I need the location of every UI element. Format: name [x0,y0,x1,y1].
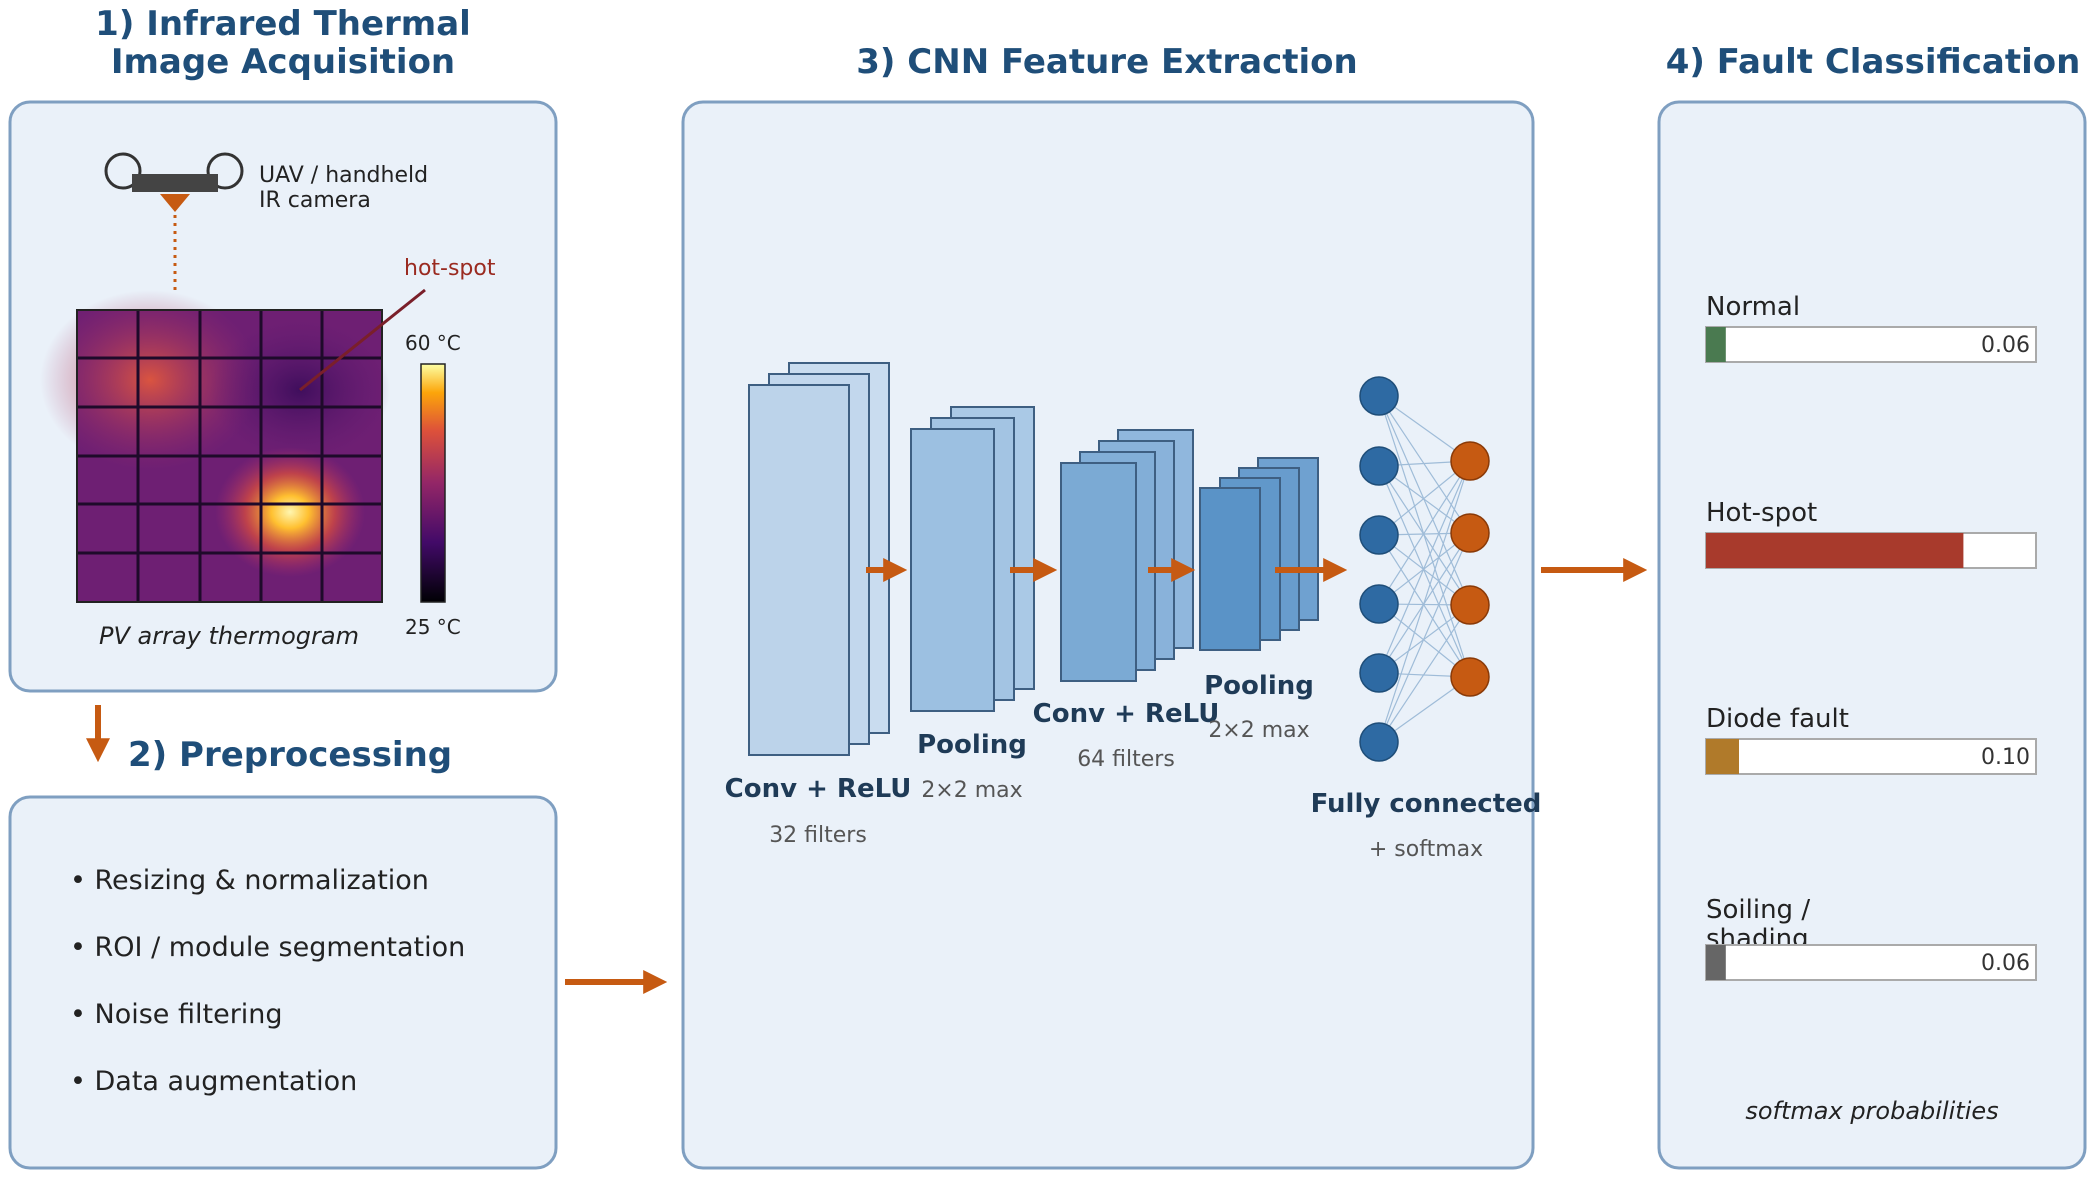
fc-connection [1378,534,1471,678]
conv1-label: Conv + ReLU [725,774,912,804]
pool2-label: Pooling [1204,671,1314,701]
pool2-feature-maps [1199,457,1319,651]
fc-label: Fully connected [1311,789,1542,819]
fc-hidden-node [1359,722,1399,762]
fc-connection [1378,395,1471,534]
fully-connected-network [1359,376,1490,762]
fc-hidden-node [1359,584,1399,624]
preprocessing-item-2: • ROI / module segmentation [70,932,465,963]
probability-bar-fill [1706,327,1726,362]
conv2-feature-maps [1060,429,1194,682]
conv1-feature-maps [748,362,890,756]
probability-value: 0.06 [1981,951,2030,976]
probability-bar-track [1705,738,2037,775]
probability-bar-fill [1706,739,1739,774]
acquisition-title-line2: Image Acquisition [111,42,455,82]
class-label: Diode fault [1706,704,1849,734]
pool1-sublabel: 2×2 max [921,778,1022,803]
preprocessing-panel [8,795,558,1170]
conv2-sublabel: 64 filters [1077,747,1175,772]
class-label: Hot-spot [1706,498,1817,528]
fc-hidden-node [1359,653,1399,693]
camera-label-line1: UAV / handheld [259,163,428,188]
colorbar-max-label: 60 °C [405,331,461,355]
preprocessing-item-3: • Noise filtering [70,999,283,1030]
thermogram-image [40,290,390,603]
fc-connection [1378,465,1471,678]
preprocessing-item-1: • Resizing & normalization [70,865,429,896]
cnn-title: 3) CNN Feature Extraction [856,42,1357,82]
pool1-feature-maps [910,406,1035,712]
preprocessing-item-4: • Data augmentation [70,1066,357,1097]
probability-bar-track [1705,326,2037,363]
classification-panel [1657,100,2087,1170]
fc-connection [1378,465,1471,606]
camera-label-line2: IR camera [259,188,371,213]
hotspot-label: hot-spot [404,256,496,281]
fc-hidden-node [1359,446,1399,486]
fc-hidden-node [1359,515,1399,555]
fc-output-node [1450,513,1490,553]
colorbar-min-label: 25 °C [405,615,461,639]
hotspot-pointer-line [299,288,426,392]
classification-title: 4) Fault Classification [1666,42,2081,82]
probability-bar-fill [1706,533,1964,568]
preprocessing-title: 2) Preprocessing [128,735,452,775]
pool2-sublabel: 2×2 max [1208,718,1309,743]
fc-sublabel: + softmax [1369,837,1483,862]
fc-connection [1378,460,1471,674]
fc-connection [1378,395,1471,606]
fc-connection [1378,460,1471,743]
fc-output-node [1450,585,1490,625]
drone-icon [104,152,244,212]
class-label: Normal [1706,292,1800,322]
probability-value: 0.10 [1981,745,2030,770]
class-label: Soiling / [1706,895,1810,925]
fc-connection [1378,532,1471,743]
fc-hidden-node [1359,376,1399,416]
conv2-label: Conv + ReLU [1033,699,1220,729]
pool1-label: Pooling [917,730,1027,760]
probability-bar-fill [1706,945,1726,980]
fc-output-node [1450,657,1490,697]
fc-connection [1378,604,1471,743]
probability-value: 0.06 [1981,333,2030,358]
classification-caption: softmax probabilities [1745,1097,1998,1125]
fc-connection [1378,460,1471,605]
temperature-colorbar [420,363,446,603]
thermogram-caption: PV array thermogram [99,622,359,650]
acquisition-title-line1: 1) Infrared Thermal [95,4,471,44]
conv1-sublabel: 32 filters [769,823,867,848]
fc-output-node [1450,441,1490,481]
